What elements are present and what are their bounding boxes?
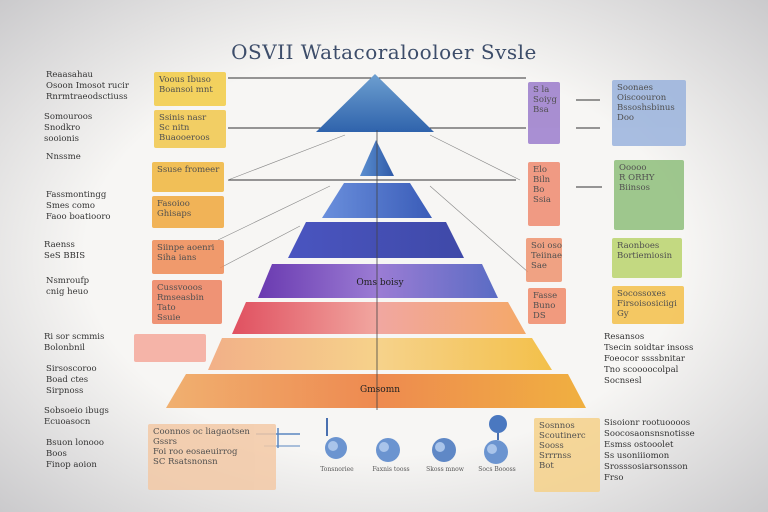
pyramid-layer-label: Gmsomn <box>359 385 401 395</box>
left_notes-note: Nnssme <box>46 152 81 162</box>
left_notes-note: Raenss SeS BBIS <box>44 240 86 261</box>
left_boxes-box: Voous Ibuso Boansoi mnt <box>154 72 226 106</box>
pyramid-layer-5 <box>258 264 498 298</box>
pyramid-layer-4 <box>288 222 464 258</box>
pyramid-layer-7 <box>208 338 552 370</box>
left_notes-note: Sirsoscoroo Boad ctes Sirpnoss <box>46 364 97 396</box>
node-icon <box>325 418 347 459</box>
right_boxes-box: Sosnnos Scoutinerc Sooss Srrrnss Bot <box>534 418 600 492</box>
pyramid-layer-8 <box>166 374 586 408</box>
right_boxes-box: Soonaes Oiscoouron Bssoshsbinus Doo <box>612 80 686 146</box>
diagonal-lines <box>217 134 529 273</box>
icon-caption: Skoss mnow <box>426 466 464 473</box>
pyramid-layer-6 <box>232 302 526 334</box>
bottom-icons <box>256 415 508 464</box>
diagonal-line <box>217 185 331 241</box>
right_boxes-box: Socossoxes Firsoisosiciigi Gy <box>612 286 684 324</box>
left_boxes-box: Siinpe aoenri Siha ians <box>152 240 224 274</box>
right_boxes-box: Ooooo R ORHY Biinsos <box>614 160 684 230</box>
right_boxes-box: Soi oso Teiinae Sae <box>526 238 562 282</box>
right_boxes-box: S la Soiyg Bsa <box>528 82 560 144</box>
icon-caption: Socs Boooss <box>478 466 516 473</box>
right_notes-note: Sisoionr rootuoooos Soocosaonsnsnotisse … <box>604 418 695 483</box>
left_boxes-box: Ssuse fromeer <box>152 162 224 192</box>
left_boxes-box: Ssinis nasr Sc nitn Buaooeroos <box>154 110 226 148</box>
right_boxes-box: Elo Biln Bo Ssia <box>528 162 560 226</box>
page-title: OSVII Watacoralooloer Svsle <box>231 40 537 64</box>
diagonal-line <box>429 134 521 181</box>
right_notes-note: Resansos Tsecin soidtar insoss Foeocor s… <box>604 332 694 386</box>
node-icon <box>484 415 508 464</box>
node-icon <box>376 438 400 462</box>
left_notes-note: Somouroos Snodkro sooionis <box>44 112 93 144</box>
diagonal-line <box>227 134 346 181</box>
icon-caption: Tonsnoriee <box>320 466 354 473</box>
left_notes-note: Sobsoeio ibugs Ecuoasocn <box>44 406 109 427</box>
diagonal-line <box>219 225 301 269</box>
left_boxes-box: Cussvooos Rmseasbin Tato Ssuie <box>152 280 222 324</box>
pyramid-apex <box>316 74 434 132</box>
left_boxes-box <box>134 334 206 362</box>
node-icon <box>432 438 456 462</box>
right_boxes-box: Raonboes Bortiemiosin <box>612 238 682 278</box>
icon-caption: Faxnis tooss <box>372 466 410 473</box>
diagonal-line <box>429 185 529 273</box>
left_notes-note: Fassmontingg Smes como Faoo boatiooro <box>46 190 111 222</box>
left_notes-note: Reaasahau Osoon Imosot rucir Rnrmtraeods… <box>46 70 129 102</box>
right_boxes-box: Fasse Buno DS <box>528 288 566 324</box>
left_notes-note: Nsmroufp cnig heuo <box>46 276 90 297</box>
left_notes-note: Ri sor scmmis Bolonbnil <box>44 332 105 353</box>
left_boxes-box: Fasoioo Ghisaps <box>152 196 224 228</box>
left_notes-note: Bsuon lonooo Boos Finop aoion <box>46 438 105 470</box>
pyramid-layer-label: Oms boisy <box>356 278 404 288</box>
left_boxes-box: Coonnos oc liagaotsen Gssrs Foi roo eosa… <box>148 424 276 490</box>
